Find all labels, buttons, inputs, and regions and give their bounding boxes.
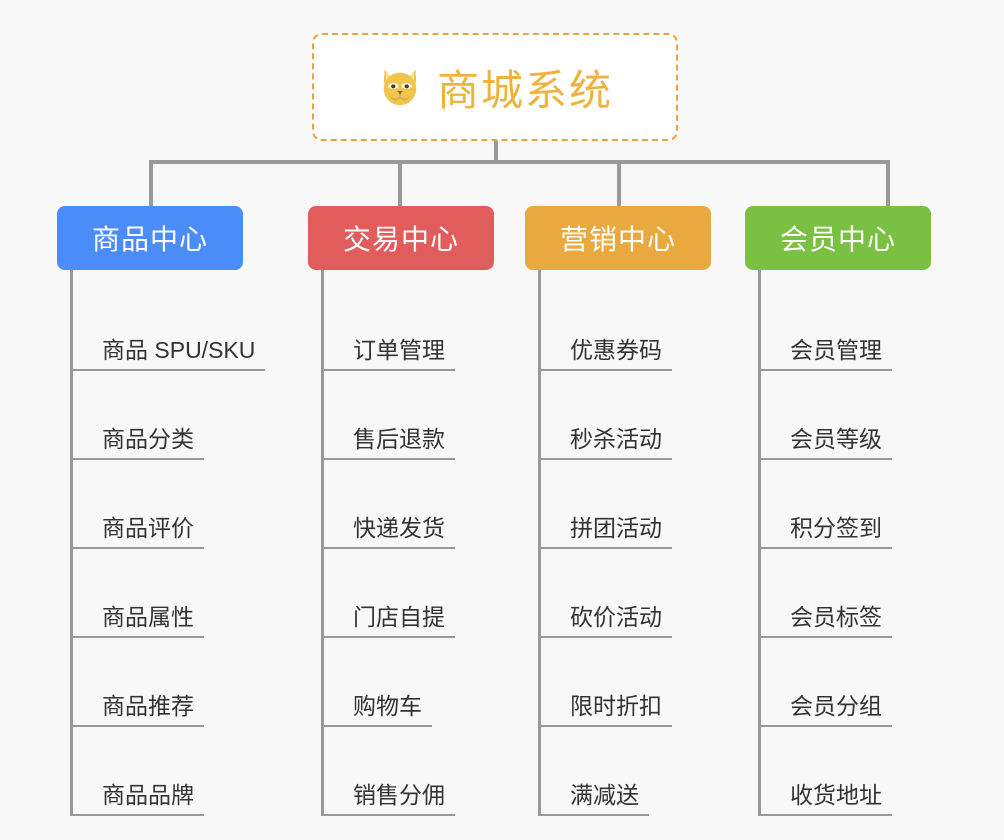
leaf-item[interactable]: 优惠券码 [538,282,711,371]
leaf-label: 订单管理 [321,337,455,371]
leaf-label: 销售分佣 [321,782,455,816]
branch-body-4: 会员管理 会员等级 积分签到 会员标签 会员分组 收货地址 [745,270,931,816]
leaf-label: 满减送 [538,782,649,816]
leaf-label: 商品 SPU/SKU [70,337,266,371]
leaf-item[interactable]: 购物车 [321,638,494,727]
leaf-item[interactable]: 满减送 [538,727,711,816]
leaf-label: 砍价活动 [538,604,672,638]
leaf-item[interactable]: 销售分佣 [321,727,494,816]
branch-header-label-3: 营销中心 [559,224,676,255]
leaf-item[interactable]: 商品评价 [70,460,243,549]
branch-header-3[interactable]: 营销中心 [525,206,711,270]
branch-header-label-2: 交易中心 [342,224,459,255]
leaf-item[interactable]: 收货地址 [758,727,931,816]
leaf-item[interactable]: 会员分组 [758,638,931,727]
leaf-label: 拼团活动 [538,515,672,549]
branch-body-1: 商品 SPU/SKU 商品分类 商品评价 商品属性 商品推荐 商品品牌 [57,270,266,816]
leaf-label: 会员管理 [758,337,892,371]
leaf-label: 收货地址 [758,782,892,816]
leaf-item[interactable]: 订单管理 [321,282,494,371]
leaf-item[interactable]: 限时折扣 [538,638,711,727]
branch-spine-2 [321,270,324,816]
leaf-label: 商品评价 [70,515,204,549]
leaf-item[interactable]: 商品推荐 [70,638,243,727]
root-node[interactable]: 商城系统 [312,33,678,141]
connector-drop-4 [886,160,890,206]
leaf-item[interactable]: 砍价活动 [538,549,711,638]
leaf-item[interactable]: 门店自提 [321,549,494,638]
leaf-item[interactable]: 会员标签 [758,549,931,638]
leaf-item[interactable]: 商品属性 [70,549,243,638]
branch-body-3: 优惠券码 秒杀活动 拼团活动 砍价活动 限时折扣 满减送 [525,270,711,816]
leaf-item[interactable]: 积分签到 [758,460,931,549]
branch-header-2[interactable]: 交易中心 [308,206,494,270]
leaf-label: 购物车 [321,693,432,727]
connector-drop-2 [398,160,402,206]
leaf-label: 门店自提 [321,604,455,638]
leaf-label: 优惠券码 [538,337,672,371]
branch-column-1: 商品中心 商品 SPU/SKU 商品分类 商品评价 商品属性 商品推荐 商品品牌 [57,206,266,816]
connector-drop-3 [617,160,621,206]
leaf-label: 商品分类 [70,426,204,460]
leaf-label: 快递发货 [321,515,455,549]
branch-header-4[interactable]: 会员中心 [745,206,931,270]
connector-root-stem [494,141,498,162]
leaf-label: 商品属性 [70,604,204,638]
leaf-item[interactable]: 会员等级 [758,371,931,460]
connector-horizontal-bus [149,160,890,164]
branch-header-label-4: 会员中心 [779,224,896,255]
leaf-label: 限时折扣 [538,693,672,727]
leaf-item[interactable]: 会员管理 [758,282,931,371]
leaf-label: 商品推荐 [70,693,204,727]
leaf-item[interactable]: 秒杀活动 [538,371,711,460]
branch-body-2: 订单管理 售后退款 快递发货 门店自提 购物车 销售分佣 [308,270,494,816]
branch-spine-3 [538,270,541,816]
branch-spine-4 [758,270,761,816]
leaf-item[interactable]: 商品 SPU/SKU [70,282,266,371]
leaf-label: 会员分组 [758,693,892,727]
leaf-item[interactable]: 售后退款 [321,371,494,460]
leaf-item[interactable]: 商品分类 [70,371,243,460]
leaf-item[interactable]: 快递发货 [321,460,494,549]
leaf-label: 售后退款 [321,426,455,460]
connector-drop-1 [149,160,153,206]
branch-column-4: 会员中心 会员管理 会员等级 积分签到 会员标签 会员分组 收货地址 [745,206,931,816]
dog-face-icon [377,64,423,110]
leaf-label: 会员等级 [758,426,892,460]
leaf-item[interactable]: 商品品牌 [70,727,243,816]
leaf-label: 会员标签 [758,604,892,638]
branch-header-label-1: 商品中心 [91,224,208,255]
leaf-item[interactable]: 拼团活动 [538,460,711,549]
leaf-label: 商品品牌 [70,782,204,816]
branch-spine-1 [70,270,73,816]
root-title: 商城系统 [436,66,613,114]
branch-column-2: 交易中心 订单管理 售后退款 快递发货 门店自提 购物车 销售分佣 [308,206,494,816]
branch-column-3: 营销中心 优惠券码 秒杀活动 拼团活动 砍价活动 限时折扣 满减送 [525,206,711,816]
leaf-label: 积分签到 [758,515,892,549]
branch-header-1[interactable]: 商品中心 [57,206,243,270]
leaf-label: 秒杀活动 [538,426,672,460]
